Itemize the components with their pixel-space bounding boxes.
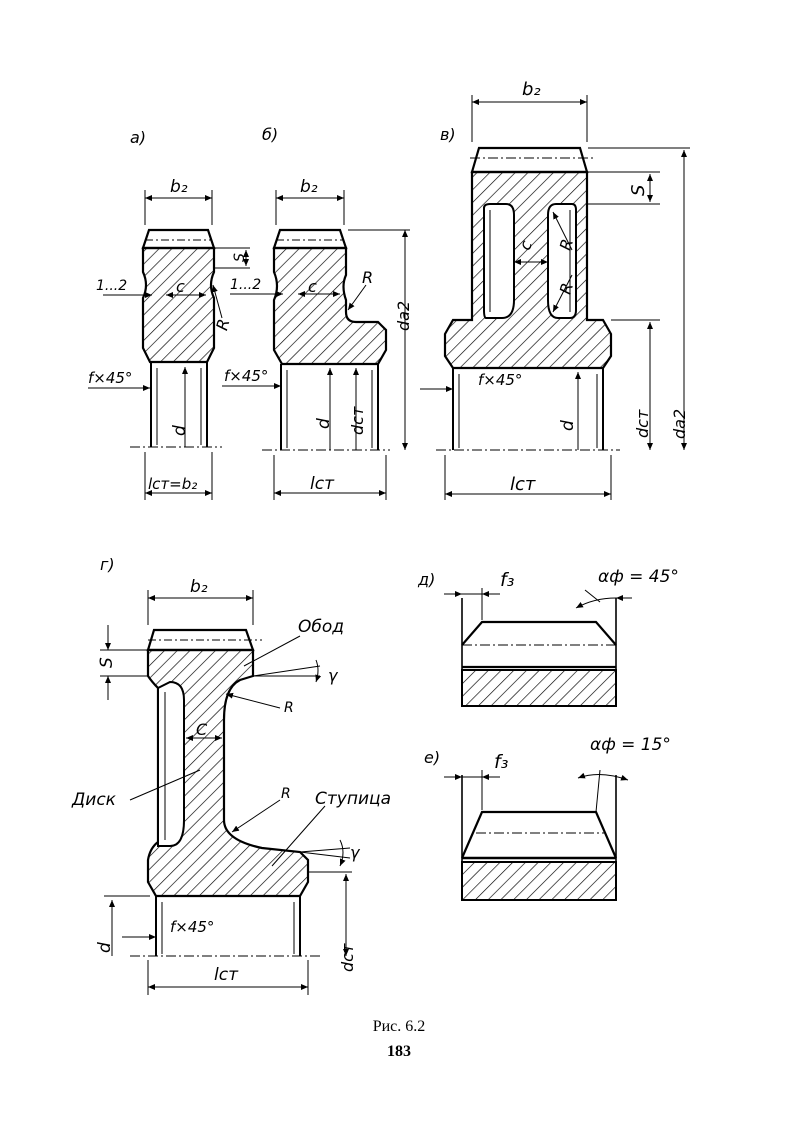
panel-b-chamfer-label: f×45°: [224, 367, 268, 385]
panel-v: в) b₂ S c R R f×45°: [420, 79, 690, 500]
panel-e-hatched-body: [462, 862, 616, 900]
panel-a-c-label: c: [176, 277, 185, 296]
panel-d-hatched-body: [462, 670, 616, 706]
panel-a-lct-label: lст=b₂: [148, 475, 197, 493]
panel-a-R-label: R: [212, 317, 233, 333]
panel-g: г) b₂ S Обод γ R C: [71, 555, 391, 995]
panel-g-disk-label: Диск: [71, 790, 117, 810]
panel-v-da2-label: da2: [670, 409, 689, 439]
panel-a-chamfer-label: f×45°: [88, 369, 132, 387]
panel-g-gamma2-label: γ: [350, 843, 361, 862]
panel-v-dct-label: dст: [633, 409, 652, 438]
panel-v-b2-label: b₂: [522, 79, 541, 100]
panel-b-rim-outline: [274, 230, 346, 248]
panel-b-tag: б): [262, 125, 278, 144]
panel-v-section: [445, 172, 611, 368]
panel-g-R2-label: R: [281, 786, 291, 802]
panel-g-disc-recess: [158, 682, 184, 846]
panel-a-d-label: d: [170, 425, 190, 436]
panel-b-d-label: d: [314, 418, 334, 429]
panel-v-left-recess: [484, 204, 514, 318]
panel-d-f3-label: f₃: [500, 569, 514, 591]
panel-d: д) f₃ αф = 45°: [417, 567, 679, 706]
panel-g-stupica-label: Ступица: [315, 789, 391, 809]
panel-v-right-recess: [548, 204, 576, 318]
panel-e-alpha-label: αф = 15°: [590, 735, 671, 755]
panel-a-tag: а): [130, 128, 146, 147]
panel-b-s-label: S: [232, 253, 248, 262]
panel-g-tag: г): [100, 555, 115, 574]
panel-b-da2-label: da2: [394, 301, 413, 331]
panel-b-section: [274, 248, 386, 364]
panel-a-b2-label: b₂: [170, 177, 188, 197]
panel-g-b2-label: b₂: [190, 577, 208, 597]
panel-g-s-label: S: [97, 657, 117, 668]
panel-b-b2-label: b₂: [300, 177, 318, 197]
panel-e-f3-label: f₃: [494, 751, 508, 773]
panel-v-d-label: d: [558, 420, 578, 431]
panel-d-tag: д): [417, 570, 435, 589]
panel-b-rib-label: 1...2: [230, 277, 261, 293]
panel-v-s-label: S: [628, 185, 649, 196]
panel-a: а) b₂ 1...2 c R f×45° d lст: [88, 128, 234, 500]
panel-e: е) f₃ αф = 15°: [424, 735, 671, 900]
figure-caption: Рис. 6.2: [0, 1018, 798, 1036]
panel-g-chamfer-label: f×45°: [170, 918, 214, 936]
panel-g-d-label: d: [95, 942, 115, 953]
panel-v-tag: в): [440, 125, 456, 144]
panel-v-chamfer-label: f×45°: [478, 371, 522, 389]
panel-b: б) b₂ S 1...2 c R da2 f×45°: [214, 125, 413, 500]
panel-g-c-label: C: [196, 720, 208, 739]
panel-d-alpha-label: αф = 45°: [598, 567, 679, 587]
panel-v-rim-outline: [472, 148, 587, 172]
panel-b-R-label: R: [362, 268, 373, 287]
panel-v-lct-label: lст: [510, 474, 536, 495]
panel-a-rim-outline: [143, 230, 214, 248]
panel-b-dct-label: dст: [348, 406, 367, 435]
panel-b-c-label: c: [308, 277, 317, 296]
page-number: 183: [0, 1043, 798, 1061]
panel-a-section: [143, 248, 214, 362]
panel-g-obod-label: Обод: [298, 617, 344, 637]
panel-g-gamma1-label: γ: [328, 666, 339, 685]
panel-g-dct-label: dст: [338, 943, 357, 972]
panel-b-lct-label: lст: [310, 474, 335, 494]
panel-a-rib-label: 1...2: [96, 278, 127, 294]
panel-g-lct-label: lст: [214, 965, 239, 985]
panel-e-tag: е): [424, 748, 440, 767]
panel-g-R1-label: R: [284, 700, 294, 716]
